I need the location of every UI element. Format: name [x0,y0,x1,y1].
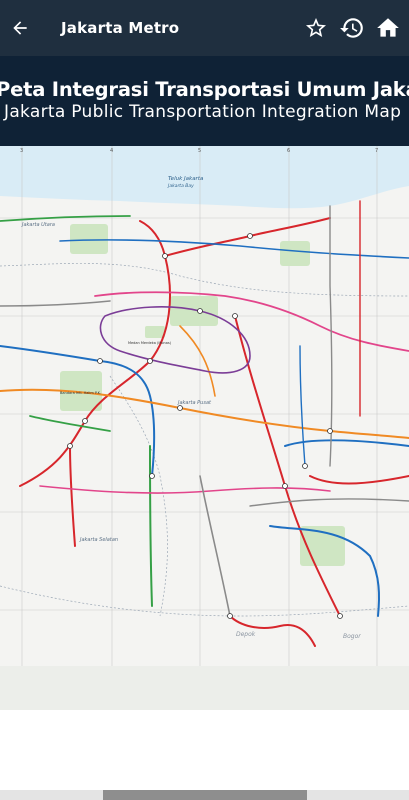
landmark-bandara: Bandara Intl. Halim P.K. [60,391,101,395]
sea-area [0,146,409,209]
back-button[interactable] [0,0,40,56]
map-grid [0,146,409,710]
transport-map[interactable]: 3 4 5 6 7 [0,146,409,710]
bay-label-en: Jakarta Bay [167,183,194,189]
star-outline-icon [306,18,326,37]
grid-number-5: 5 [198,148,201,154]
transit-lines [0,200,409,647]
grid-number-4: 4 [110,148,113,154]
transport-map-viewer[interactable]: 3 4 5 6 7 [0,146,409,710]
region-label-bogor: Bogor [343,633,361,640]
green-areas [60,224,345,566]
stations [67,233,343,619]
scrollbar-thumb[interactable] [103,790,307,800]
grid-number-3: 3 [20,148,23,154]
landmark-monas: Medan Merdeka (Monas) [128,341,172,345]
region-label-pusat: Jakarta Pusat [177,400,212,406]
region-label-selatan: Jakarta Selatan [79,537,118,543]
grid-number-6: 6 [287,148,290,154]
map-title-english: Jakarta Public Transportation Integratio… [4,102,402,122]
grid-numbers-top: 3 4 5 6 7 [20,148,378,154]
map-title-indonesian: Peta Integrasi Transportasi Umum Jakarta [0,78,409,101]
history-button[interactable] [339,15,365,41]
home-icon [377,18,399,37]
region-label-utara: Jakarta Utara [21,222,55,228]
grid-number-7: 7 [375,148,378,154]
favorite-button[interactable] [303,15,329,41]
history-icon [340,18,363,38]
app-bar: Jakarta Metro [0,0,409,56]
app-title: Jakarta Metro [61,19,180,37]
bay-label: Teluk Jakarta [168,176,204,182]
region-label-depok: Depok [236,631,256,638]
map-bottom-margin [0,710,409,790]
app-bar-actions [303,0,401,56]
map-margin-band [0,666,409,710]
region-boundaries [0,263,409,617]
map-title-banner: Peta Integrasi Transportasi Umum Jakarta… [0,56,409,146]
arrow-left-icon [13,21,27,35]
home-button[interactable] [375,15,401,41]
